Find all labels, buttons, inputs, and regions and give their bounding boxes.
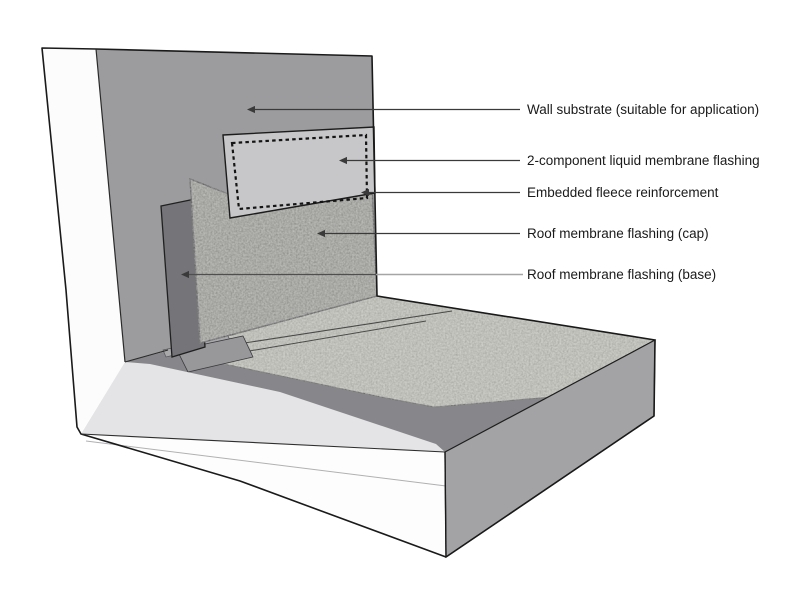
- leader-wall-substrate: Wall substrate (suitable for application…: [247, 102, 759, 117]
- label-liquid-membrane: 2-component liquid membrane flashing: [527, 153, 760, 168]
- deck-front-top-edge: [80, 433, 446, 453]
- label-cap-flashing: Roof membrane flashing (cap): [527, 226, 709, 241]
- arrowhead-icon: [361, 188, 369, 197]
- wall-base-patch: [176, 335, 254, 373]
- roof-deck-front-face: [81, 434, 446, 557]
- wall-base-junction-line: [124, 349, 169, 363]
- wall-edge-boundary-line: [95, 48, 126, 363]
- cap-flashing-panel: [189, 178, 378, 344]
- deck-skirt-strip: [81, 362, 445, 452]
- membrane-seam-line: [224, 310, 453, 347]
- arrowhead-icon: [247, 105, 255, 114]
- label-wall-substrate: Wall substrate (suitable for application…: [527, 102, 759, 117]
- label-base-flashing: Roof membrane flashing (base): [527, 267, 716, 282]
- label-fleece-reinforcement: Embedded fleece reinforcement: [527, 185, 719, 200]
- leader-liquid-membrane: 2-component liquid membrane flashing: [339, 153, 760, 168]
- leader-cap-flashing: Roof membrane flashing (cap): [317, 226, 709, 241]
- arrowhead-icon: [339, 156, 347, 165]
- deck-corner-edge: [444, 451, 447, 558]
- arrowhead-icon: [317, 229, 325, 238]
- deck-front-face-edge-line: [85, 440, 447, 487]
- arrowhead-icon: [181, 270, 189, 279]
- leader-base-flashing: Roof membrane flashing (base): [181, 267, 716, 282]
- silhouette-outline: [41, 47, 656, 558]
- leader-fleece-reinforcement: Embedded fleece reinforcement: [361, 185, 719, 200]
- fleece-dashed-outline: [230, 133, 369, 211]
